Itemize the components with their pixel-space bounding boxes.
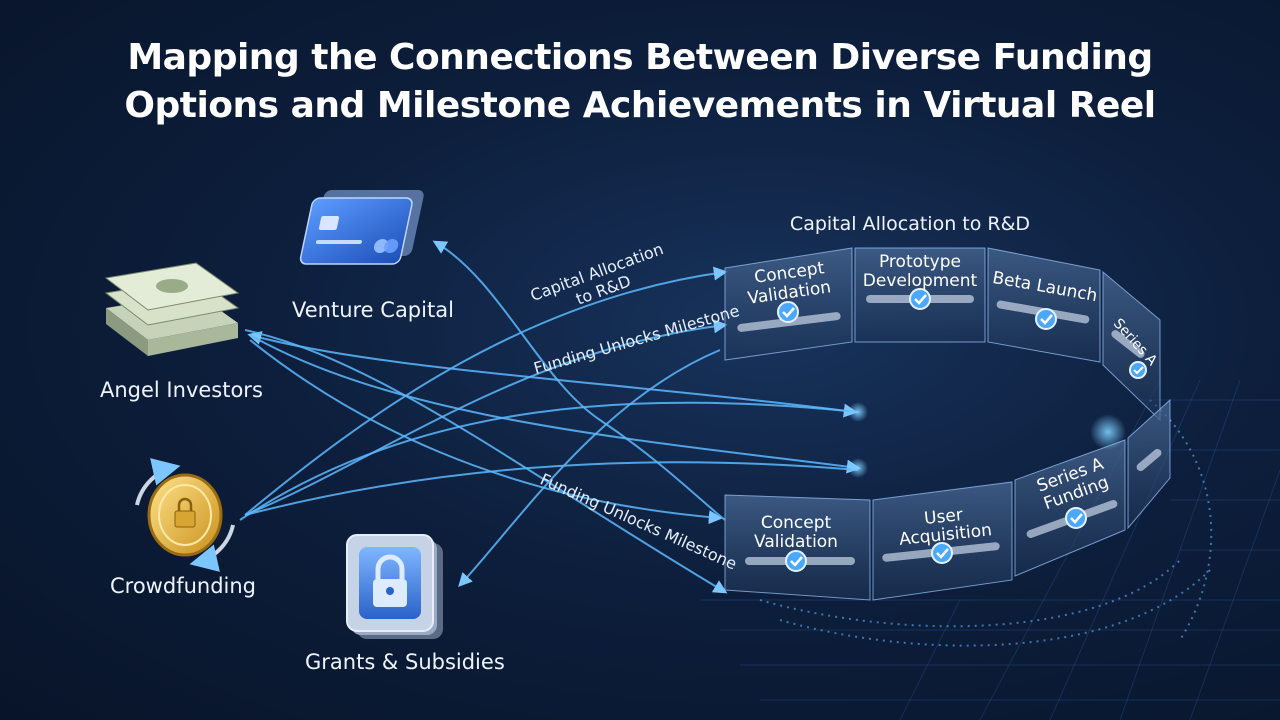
glow-point bbox=[848, 458, 868, 478]
source-grants-subsidies: Grants & Subsidies bbox=[305, 650, 505, 674]
source-venture-capital: Venture Capital bbox=[292, 298, 454, 322]
glow-point bbox=[1090, 414, 1126, 450]
check-icon bbox=[777, 288, 1147, 379]
money-stack-icon bbox=[104, 262, 240, 356]
source-angel-investors: Angel Investors bbox=[100, 378, 263, 402]
glow-point bbox=[848, 402, 868, 422]
milestone-label: Concept bbox=[761, 513, 832, 533]
milestone-label: Development bbox=[863, 271, 978, 291]
title-line-2: Options and Milestone Achievements in Vi… bbox=[124, 85, 1156, 126]
milestone-label: Prototype bbox=[879, 252, 961, 272]
source-crowdfunding: Crowdfunding bbox=[110, 574, 257, 598]
coin-icon bbox=[135, 458, 235, 572]
milestone-label: Validation bbox=[754, 532, 838, 552]
lock-icon bbox=[346, 534, 443, 639]
reel-header: Capital Allocation to R&D bbox=[790, 213, 1030, 235]
title-line-1: Mapping the Connections Between Diverse … bbox=[127, 37, 1153, 78]
flow-connections bbox=[239, 240, 861, 594]
check-icon bbox=[785, 507, 1087, 572]
page-title: Mapping the Connections Between Diverse … bbox=[0, 34, 1280, 130]
credit-card-icon bbox=[299, 190, 424, 265]
milestone-label: User bbox=[923, 505, 964, 529]
